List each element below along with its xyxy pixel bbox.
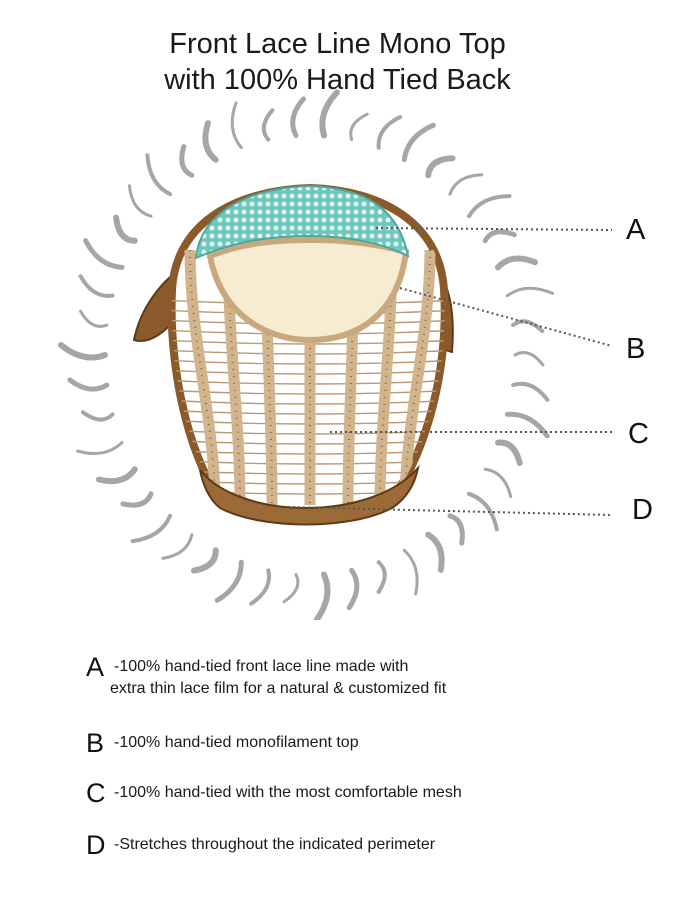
hair-tuft xyxy=(290,96,306,138)
hair-tuft xyxy=(113,214,138,244)
hair-tuft xyxy=(511,381,550,402)
stretch-perimeter-band xyxy=(199,464,420,526)
legend-letter-c: C xyxy=(86,778,106,808)
legend-letter-d: D xyxy=(86,830,106,860)
hair-tuft xyxy=(161,533,194,560)
callout-b: B xyxy=(626,333,645,365)
legend-text-a: -100% hand-tied front lace line made wit… xyxy=(110,656,446,700)
monofilament-top xyxy=(206,236,410,344)
hair-tuft xyxy=(202,120,219,163)
hair-tuft xyxy=(282,573,300,604)
hair-tuft xyxy=(95,466,138,485)
legend-text-a-line2: extra thin lace film for a natural & cus… xyxy=(110,680,447,697)
hair-tuft xyxy=(425,155,456,179)
hair-tuft xyxy=(513,351,545,367)
hair-tuft xyxy=(482,229,517,244)
hair-tuft xyxy=(80,410,115,422)
hair-tuft xyxy=(467,491,499,532)
hair-tuft xyxy=(511,319,545,334)
hair-tuft xyxy=(376,560,387,594)
hair-tuft xyxy=(483,467,513,499)
legend-text-a-line1: -100% hand-tied front lace line made wit… xyxy=(114,658,409,675)
strap-stitching xyxy=(404,249,431,506)
callout-a: A xyxy=(626,214,646,246)
leader-lines xyxy=(287,227,613,516)
hair-tuft xyxy=(448,173,484,196)
hair-tuft xyxy=(130,513,173,544)
hair-tuft xyxy=(402,548,419,596)
legend-text-c: -100% hand-tied with the most comfortabl… xyxy=(114,784,462,801)
hair-tuft xyxy=(425,531,445,573)
hair-tuft xyxy=(467,194,512,219)
legend-text-d: -Stretches throughout the indicated peri… xyxy=(114,836,436,853)
hair-tuft xyxy=(58,342,108,361)
callout-c: C xyxy=(628,418,649,450)
hair-tuft xyxy=(314,571,331,620)
leader-line-b xyxy=(399,287,613,347)
legend-text-b: -100% hand-tied monofilament top xyxy=(114,734,359,751)
hair-tuft xyxy=(401,122,436,163)
hair-tuft xyxy=(145,153,173,197)
hair-tuft xyxy=(261,108,275,142)
hair-tuft xyxy=(504,411,550,439)
hair-tuft xyxy=(214,559,244,603)
hair-tuft xyxy=(76,441,124,455)
hair-tuft xyxy=(179,144,195,178)
legend-letter-a: A xyxy=(86,652,105,682)
hair-tuft xyxy=(83,238,125,270)
hair-tuft xyxy=(495,439,523,466)
hair-tuft xyxy=(505,286,554,298)
hair-tuft xyxy=(120,491,154,508)
front-lace xyxy=(194,184,410,260)
hair-tuft xyxy=(79,309,109,328)
hair-tuft xyxy=(230,101,243,150)
hair-tuft xyxy=(190,547,219,574)
strap-stitching xyxy=(189,249,216,506)
diagram-title: Front Lace Line Mono Top with 100% Hand … xyxy=(0,26,675,98)
hair-tuft xyxy=(447,513,465,546)
legend-letter-b: B xyxy=(86,728,105,758)
hair-tuft xyxy=(346,567,360,611)
hair-tuft xyxy=(78,274,115,298)
callout-d: D xyxy=(632,494,653,526)
wig-cap-diagram: A B C D xyxy=(58,89,653,620)
leader-line-a xyxy=(375,227,613,231)
hair-outline xyxy=(58,89,554,620)
hair-tuft xyxy=(67,377,110,392)
leader-line-d xyxy=(287,506,613,516)
hair-tuft xyxy=(349,112,369,142)
hair-tuft xyxy=(495,255,538,271)
hair-tuft xyxy=(376,115,403,150)
hair-tuft xyxy=(319,89,340,139)
title-line-1: Front Lace Line Mono Top xyxy=(169,28,506,60)
hair-tuft xyxy=(127,184,153,218)
hair-tuft xyxy=(249,568,271,606)
